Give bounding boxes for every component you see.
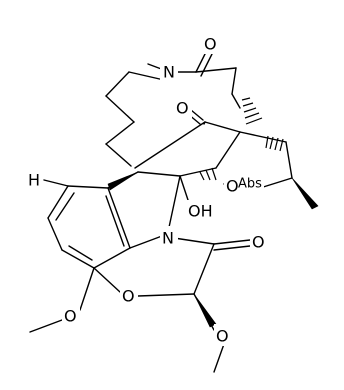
bond-ar-1 (67, 185, 109, 189)
bond-ketone-c1 (204, 121, 241, 133)
bond-ar-h (43, 179, 69, 187)
bond-acetal-o (137, 293, 195, 297)
atom-o-methoxy-acetal: O (216, 327, 229, 346)
atom-o-lactam: O (252, 233, 265, 252)
atom-labels: N O O O Abs OH H N O O O O (26, 32, 268, 346)
bond-n-lactam (173, 237, 215, 245)
bond-right-chme (285, 141, 293, 179)
bond-o-c8 (93, 267, 121, 293)
bond-acetal-coh (179, 167, 217, 177)
atom-o-ring: O (226, 177, 239, 196)
wedge-spiro (107, 171, 139, 191)
bond-ome-me (213, 343, 225, 373)
bond-ar-d2 (68, 245, 93, 261)
bond-ar-6 (107, 187, 131, 249)
bond-chain-2 (105, 95, 135, 123)
bond-group-ar-ome (29, 267, 95, 333)
bond-n-ch2 (128, 71, 165, 81)
atom-o-methoxy-aromatic: O (64, 307, 77, 326)
bond-acetal-bridge (215, 131, 241, 169)
bond-ketone-co-a (190, 109, 204, 121)
atom-oh: OH (188, 202, 213, 221)
bond-coh-n (167, 175, 181, 233)
bond-ome-methyl (29, 319, 63, 333)
bond-ar-4 (61, 249, 95, 269)
bond-lactam-co-a (213, 239, 251, 245)
bond-ketone-c2 (134, 121, 206, 169)
abs-stereo-label: Abs (238, 177, 262, 192)
bond-ar-d3 (105, 195, 125, 247)
bond-ch2-bridge (231, 93, 241, 109)
bond-lactam-co-b (213, 245, 251, 251)
atom-n-amide: N (163, 63, 175, 82)
bond-bridge-right (239, 131, 287, 143)
hash-acetal-h (199, 167, 217, 181)
hash-bridge-h (241, 97, 263, 125)
bond-group-bicyclic (134, 93, 293, 189)
atom-n-indole: N (162, 229, 174, 248)
bond-chain-3 (105, 121, 135, 145)
bond-group-benzene (47, 185, 131, 269)
hash-right-h (265, 135, 284, 152)
wedge-acetal-ome (193, 293, 217, 328)
bond-chme-o (259, 177, 293, 189)
bond-group-oxazine (93, 237, 251, 373)
bond-ar-2 (47, 185, 69, 219)
bond-lactam-acetal (193, 243, 215, 295)
atom-o-amide: O (204, 35, 217, 54)
bond-amide-ch2 (195, 67, 237, 73)
bond-ar-ome (79, 267, 95, 311)
wedge-methyl (291, 177, 319, 210)
bond-chain-4 (105, 143, 132, 167)
atom-h-aromatic: H (28, 171, 40, 190)
bond-amide-co-2 (200, 53, 213, 77)
bond-chain-1 (105, 71, 130, 97)
bond-group-macrocycle (105, 49, 237, 167)
bond-ar-3 (47, 217, 63, 251)
bond-bridge-quat (203, 121, 206, 125)
atom-o-oxazine: O (122, 287, 135, 306)
bond-ar-5 (93, 247, 131, 269)
bond-n-c7a (129, 235, 163, 249)
bond-group-indoline (107, 171, 191, 249)
bond-quat-coh (137, 171, 181, 177)
bond-ar-d1 (55, 192, 75, 221)
bond-ch2-ch2-right (231, 67, 237, 95)
atom-o-ketone: O (176, 99, 189, 118)
